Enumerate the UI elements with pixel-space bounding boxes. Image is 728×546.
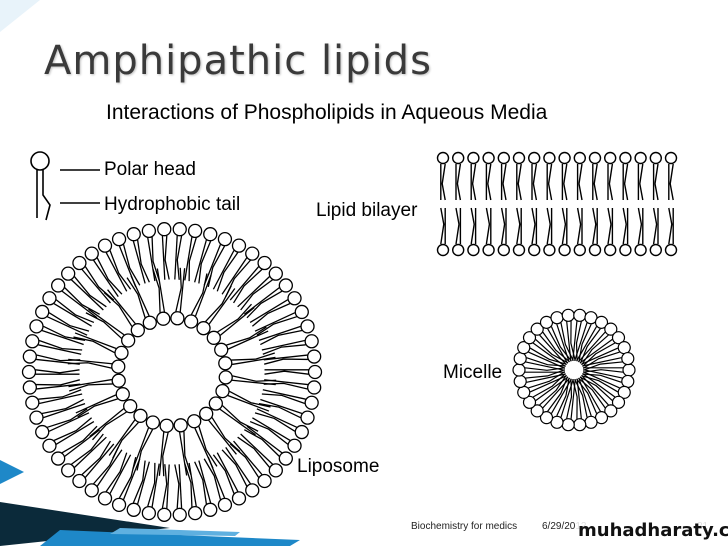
label-liposome: Liposome bbox=[297, 456, 379, 477]
footer-date: 6/29/2012 bbox=[542, 521, 587, 532]
bottom-decoration bbox=[0, 460, 300, 546]
watermark: muhadharaty.com bbox=[576, 521, 728, 541]
label-micelle: Micelle bbox=[443, 362, 502, 383]
corner-decoration bbox=[0, 0, 40, 32]
liposome-diagram bbox=[21, 222, 323, 522]
diagram-subtitle: Interactions of Phospholipids in Aqueous… bbox=[106, 101, 548, 124]
slide-title: Amphipathic lipids bbox=[44, 38, 432, 84]
legend-polar-head-circle bbox=[30, 151, 50, 171]
label-hydrophobic-tail: Hydrophobic tail bbox=[104, 194, 240, 215]
footer-title: Biochemistry for medics bbox=[411, 521, 518, 532]
legend-phospholipid bbox=[30, 151, 100, 221]
lipid-bilayer-diagram bbox=[436, 151, 678, 257]
micelle-diagram bbox=[512, 308, 636, 432]
label-lipid-bilayer: Lipid bilayer bbox=[316, 200, 418, 221]
label-polar-head: Polar head bbox=[104, 159, 196, 180]
